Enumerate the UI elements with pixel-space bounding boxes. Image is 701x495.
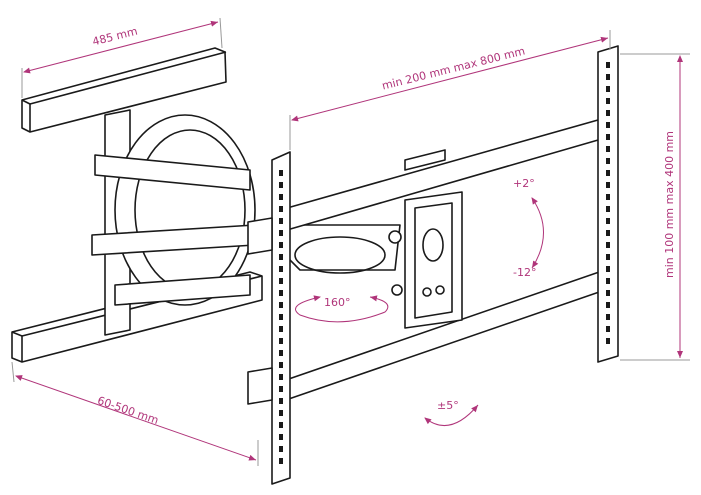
right-vertical-rail (597, 45, 619, 363)
rail-hole (606, 74, 610, 80)
rail-hole (279, 206, 283, 212)
rail-hole (279, 446, 283, 452)
horizontal-rails (279, 117, 606, 403)
rail-hole (606, 158, 610, 164)
articulating-arm (91, 109, 403, 336)
label-swivel: 160° (324, 296, 351, 309)
rail-hole (606, 314, 610, 320)
rail-hole (279, 362, 283, 368)
rail-hole (606, 254, 610, 260)
rail-hole (606, 326, 610, 332)
rail-hole (606, 290, 610, 296)
rail-hole (279, 422, 283, 428)
label-rotation: ±5° (437, 399, 459, 412)
dim-line-wall-distance (15, 375, 257, 461)
rail-hole (279, 386, 283, 392)
rail-hole (606, 170, 610, 176)
dim-line-485 (23, 20, 219, 74)
rail-hole (279, 314, 283, 320)
rail-hole (606, 134, 610, 140)
rail-hole (279, 170, 283, 176)
rail-hole (606, 230, 610, 236)
rail-hole (279, 434, 283, 440)
rail-hole (279, 266, 283, 272)
rail-hole (606, 338, 610, 344)
rail-hole (279, 302, 283, 308)
swivel-arc (295, 295, 389, 323)
rotation-arc (424, 404, 479, 426)
rail-hole (279, 350, 283, 356)
rail-hole (279, 290, 283, 296)
rail-hole (606, 182, 610, 188)
rail-hole (279, 410, 283, 416)
rail-hole (606, 122, 610, 128)
rail-hole (279, 194, 283, 200)
rail-hole (279, 398, 283, 404)
rail-hole (606, 242, 610, 248)
rail-hole (279, 326, 283, 332)
rail-hole (606, 62, 610, 68)
rail-hole (279, 278, 283, 284)
rail-hole (606, 110, 610, 116)
tilt-bracket (404, 191, 463, 329)
label-tilt-down: -12° (513, 266, 537, 279)
rail-hole (606, 86, 610, 92)
rail-hole (606, 266, 610, 272)
label-tilt-up: +2° (513, 177, 535, 190)
rail-hole (279, 230, 283, 236)
dim-line-horizontal-vesa (291, 36, 609, 122)
rail-hole (279, 218, 283, 224)
rail-hole (606, 278, 610, 284)
rail-hole (279, 242, 283, 248)
rail-hole (279, 182, 283, 188)
label-vertical-vesa: min 100 mm max 400 mm (663, 130, 677, 279)
rail-hole (279, 458, 283, 464)
rail-hole (279, 338, 283, 344)
rail-hole (606, 194, 610, 200)
rail-hole (606, 146, 610, 152)
rail-hole (279, 374, 283, 380)
rail-hole (279, 254, 283, 260)
rail-hole (606, 98, 610, 104)
rail-hole (606, 218, 610, 224)
rail-hole (606, 302, 610, 308)
rail-hole (606, 206, 610, 212)
tilt-arc (531, 197, 544, 269)
